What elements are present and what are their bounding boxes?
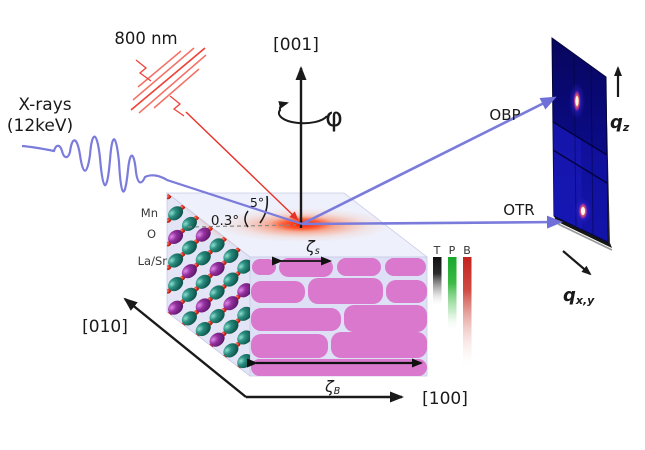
mn-atom bbox=[195, 298, 211, 313]
xray-pulse-wave bbox=[21, 135, 303, 226]
lasr-atom bbox=[181, 240, 197, 255]
ferroelastic-domain bbox=[337, 258, 381, 276]
mn-atom bbox=[168, 300, 184, 315]
lasr-atom bbox=[237, 330, 250, 345]
mn-atom bbox=[209, 332, 225, 347]
qz-label: qz bbox=[610, 112, 630, 134]
lasr-atom bbox=[237, 306, 250, 321]
lasr-atom bbox=[195, 251, 211, 266]
laser-wavelength-label: 800 nm bbox=[114, 29, 177, 48]
ferroelastic-domain bbox=[251, 359, 427, 376]
mn-atom bbox=[181, 264, 197, 279]
axis-100-label: [100] bbox=[422, 389, 468, 409]
lasr-atom bbox=[223, 319, 239, 334]
axis-010-arrow bbox=[123, 297, 247, 398]
mn-atom bbox=[223, 296, 239, 311]
domain-size-arrows bbox=[247, 256, 423, 368]
colorbar-legend bbox=[433, 257, 472, 375]
colorbar-P-label: P bbox=[449, 244, 456, 257]
lasr-atom bbox=[168, 253, 184, 268]
xray-angle-arc bbox=[244, 210, 249, 228]
ferroelastic-domain bbox=[308, 278, 383, 304]
lasr-atom bbox=[223, 272, 239, 287]
lasr-atom bbox=[223, 343, 239, 358]
zeta-b-label: ζB bbox=[324, 377, 340, 397]
laser-angle-arc bbox=[259, 195, 269, 224]
laser-pulse-tail-lower bbox=[169, 95, 185, 117]
ferroelastic-domain bbox=[331, 332, 427, 358]
crystal-axes bbox=[123, 66, 404, 403]
laser-angle-label: 5° bbox=[250, 195, 264, 210]
qxy-label: qx,y bbox=[563, 285, 595, 307]
colorbar-B bbox=[463, 257, 472, 375]
laser-pulse-tail-upper bbox=[135, 59, 152, 82]
mn-atom bbox=[237, 283, 250, 298]
colorbar-T bbox=[433, 257, 442, 375]
colorbar-B-label: B bbox=[463, 244, 471, 257]
reciprocal-axes bbox=[562, 66, 622, 276]
otr-label: OTR bbox=[503, 201, 534, 219]
lasr-atom bbox=[237, 259, 250, 274]
mn-atom bbox=[168, 229, 184, 244]
phi-label: φ bbox=[325, 102, 343, 133]
ferroelastic-domain bbox=[385, 258, 426, 276]
area-detector bbox=[551, 37, 613, 251]
lasr-atom bbox=[168, 277, 184, 292]
axis-010-label: [010] bbox=[82, 317, 128, 337]
lasr-atom bbox=[223, 248, 239, 264]
xray-angle-label: 0.3° bbox=[211, 213, 239, 229]
axis-001-label: [001] bbox=[273, 35, 319, 55]
obp-label: OBP bbox=[489, 106, 520, 124]
obp-beam-arrow bbox=[301, 96, 557, 226]
otr-beam-arrow bbox=[301, 215, 563, 229]
o-legend-label: O bbox=[147, 227, 156, 241]
lasr-atom bbox=[209, 285, 225, 300]
ferroelastic-domain bbox=[386, 280, 427, 303]
lasr-atom bbox=[195, 274, 211, 289]
ferroelastic-domain bbox=[251, 334, 328, 358]
lasr-legend-label: La/Sr bbox=[138, 254, 168, 268]
mn-legend-label: Mn bbox=[141, 206, 158, 220]
zeta-s-label: ζs bbox=[305, 237, 320, 257]
ferroelastic-domain bbox=[251, 281, 305, 303]
incidence-angle-marks bbox=[244, 195, 269, 228]
lasr-atom bbox=[195, 321, 211, 337]
qxy-axis-arrow bbox=[562, 250, 592, 276]
xray-source-label-line1: X-rays bbox=[18, 95, 71, 115]
lasr-atom bbox=[181, 311, 197, 326]
xray-source-label-line2: (12keV) bbox=[7, 116, 73, 136]
ferroelastic-domain bbox=[252, 259, 276, 275]
lasr-atom bbox=[181, 287, 197, 302]
mn-atom bbox=[209, 261, 225, 276]
laser-pulse-fronts bbox=[130, 47, 207, 114]
laser-beam-arrow bbox=[185, 111, 299, 221]
detector-edge-highlight bbox=[557, 223, 613, 251]
beams bbox=[21, 47, 563, 229]
lasr-atom bbox=[209, 309, 225, 324]
detector-bottom-edge bbox=[554, 216, 612, 248]
sample-box bbox=[165, 192, 429, 377]
text-labels: 800 nm X-rays (12keV) [001] φ [010] [100… bbox=[7, 29, 630, 409]
lasr-atom bbox=[168, 206, 184, 221]
phi-rotation-arc bbox=[277, 101, 328, 125]
ferroelastic-domain bbox=[251, 308, 341, 331]
colorbar-P bbox=[448, 257, 457, 375]
detector-modules bbox=[552, 53, 608, 242]
ferroelastic-domain bbox=[344, 305, 427, 332]
colorbar-T-label: T bbox=[433, 244, 441, 257]
